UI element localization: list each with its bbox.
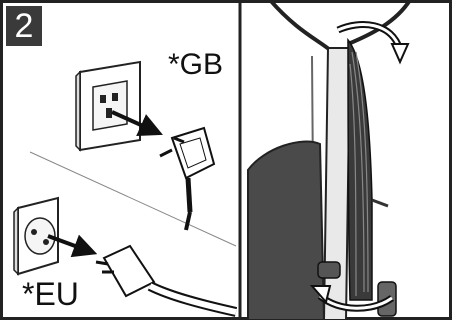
cable-bundle bbox=[348, 40, 388, 300]
gb-region-label: *GB bbox=[168, 48, 223, 82]
eu-region-label: *EU bbox=[22, 276, 79, 313]
cable-hook bbox=[318, 262, 340, 278]
collection-bag bbox=[248, 142, 324, 320]
gb-wall-socket-icon bbox=[76, 62, 140, 150]
handle-bar bbox=[270, 0, 410, 50]
step-number-badge: 2 bbox=[6, 6, 42, 46]
eu-plug-icon bbox=[96, 246, 236, 312]
